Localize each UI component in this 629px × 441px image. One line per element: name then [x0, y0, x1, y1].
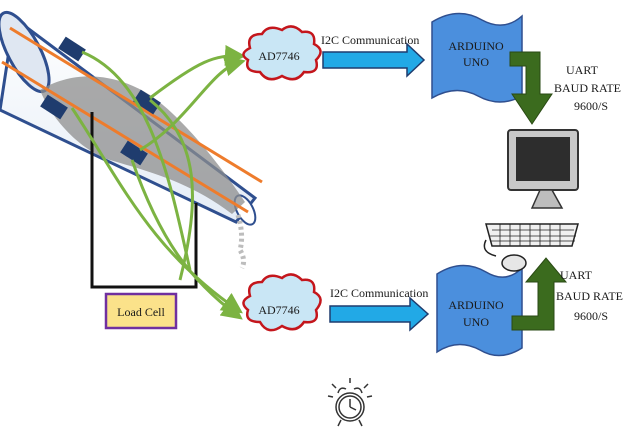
uart-top-line1: UART: [566, 63, 599, 77]
bottom-chip-label: AD7746: [258, 303, 299, 317]
top-chip-label: AD7746: [258, 49, 299, 63]
uart-bottom-line2: BAUD RATE: [556, 289, 623, 303]
load-cell-label: Load Cell: [117, 305, 165, 319]
ad7746-top-cloud: AD7746: [242, 25, 322, 81]
uart-arrow-top: [509, 51, 553, 125]
electrode-2: [40, 94, 68, 120]
load-cell-frame: [90, 112, 198, 289]
uart-top-line3: 9600/S: [574, 99, 608, 113]
ad7746-bottom-cloud: AD7746: [242, 273, 322, 332]
electrode-1: [58, 36, 86, 62]
desktop-computer-icon: [483, 129, 579, 272]
i2c-top-label: I2C Communication: [321, 33, 419, 47]
uart-bottom-line3: 9600/S: [574, 309, 608, 323]
uart-arrow-bottom: [511, 257, 568, 331]
uart-bottom-text: UART BAUD RATE 9600/S: [556, 268, 623, 323]
green-wires: [70, 44, 246, 320]
alarm-clock-icon: [327, 378, 373, 427]
arduino-top-line1: ARDUINO: [448, 39, 504, 53]
arduino-top-line2: UNO: [463, 55, 489, 69]
uart-top-line2: BAUD RATE: [554, 81, 621, 95]
electrode-4: [120, 140, 148, 166]
arduino-bottom-line1: ARDUINO: [448, 298, 504, 312]
arduino-top: ARDUINO UNO: [431, 12, 523, 103]
uart-top-text: UART BAUD RATE 9600/S: [554, 63, 621, 113]
load-cell-box: Load Cell: [104, 292, 178, 330]
i2c-arrow-bottom: I2C Communication: [329, 286, 430, 332]
i2c-bottom-label: I2C Communication: [330, 286, 428, 300]
electrode-3: [133, 89, 161, 115]
i2c-arrow-top: I2C Communication: [321, 33, 426, 78]
arduino-bottom: ARDUINO UNO: [436, 264, 523, 357]
uart-bottom-line1: UART: [560, 268, 593, 282]
orange-wires: [1, 26, 263, 214]
arduino-bottom-line2: UNO: [463, 315, 489, 329]
electrodes: [40, 36, 161, 166]
